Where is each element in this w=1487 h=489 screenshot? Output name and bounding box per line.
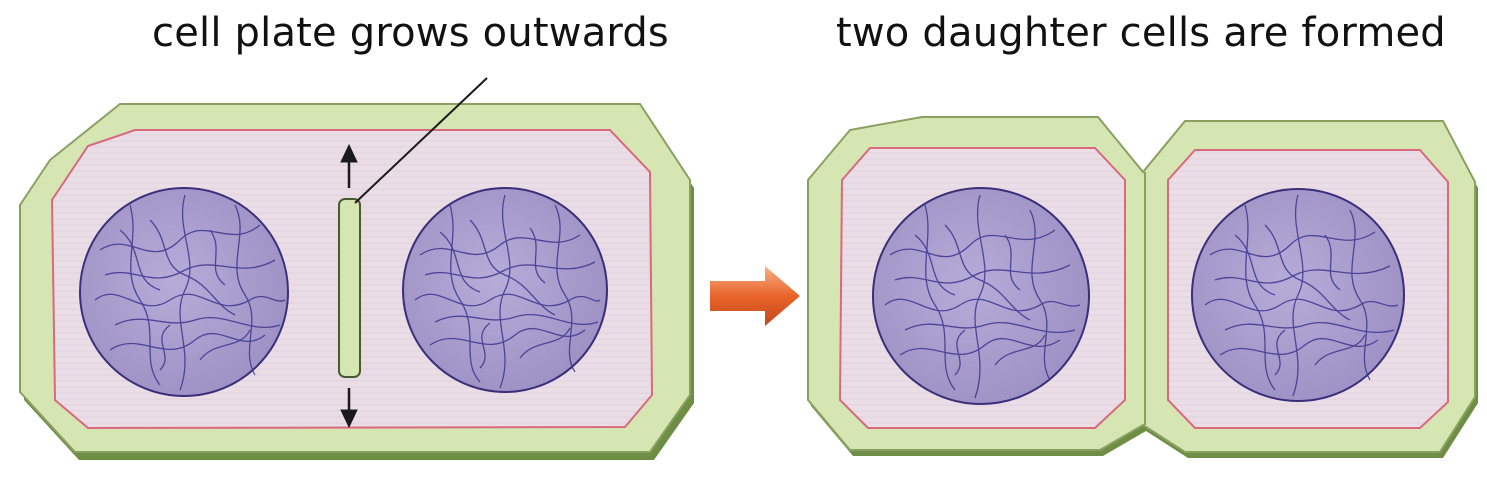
- arrow-right-icon: [710, 266, 800, 326]
- nucleus-right: [402, 187, 608, 393]
- arrow-up-icon: [340, 143, 358, 188]
- daughter-nucleus-left: [872, 187, 1090, 405]
- daughter-cells: [807, 116, 1478, 458]
- cell-plate: [338, 198, 361, 378]
- label-daughter-cells: two daughter cells are formed: [836, 10, 1446, 56]
- nucleus-left: [79, 187, 289, 397]
- arrow-down-icon: [340, 388, 358, 429]
- daughter-nucleus-right: [1191, 188, 1405, 402]
- label-cell-plate: cell plate grows outwards: [152, 10, 669, 56]
- label-pointer-line: [354, 77, 488, 204]
- dividing-cell: [19, 77, 694, 460]
